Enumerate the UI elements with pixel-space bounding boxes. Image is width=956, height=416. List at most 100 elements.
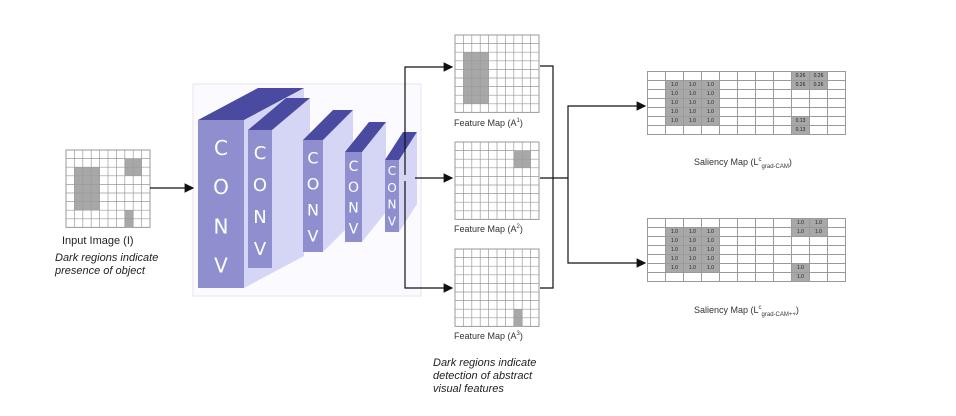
conv-letter: V xyxy=(349,222,359,238)
saliency-cell xyxy=(773,116,792,126)
saliency-cell xyxy=(719,125,738,135)
saliency-cell: 1.0 xyxy=(809,227,828,237)
feature-map-3-close: ) xyxy=(519,331,523,341)
conv-layer-top-face xyxy=(345,122,386,152)
saliency-cell xyxy=(827,263,846,273)
saliency-cell xyxy=(755,71,774,81)
saliency-cell xyxy=(791,89,810,99)
saliency-cell xyxy=(773,71,792,81)
feature-map-1-dark-cell xyxy=(471,52,481,61)
conv-letter: V xyxy=(254,239,267,260)
saliency-cell xyxy=(809,116,828,126)
saliency-cell: 1.0 xyxy=(683,245,702,255)
saliency-cell xyxy=(701,71,720,81)
input-image-dark-cell xyxy=(74,167,83,176)
saliency-cell: 1.0 xyxy=(701,80,720,90)
saliency-cell xyxy=(719,80,738,90)
saliency-cell xyxy=(683,218,702,228)
saliency-cell xyxy=(737,227,756,237)
feature-map-2-dark-cell xyxy=(522,150,531,160)
saliency-cell xyxy=(809,254,828,264)
saliency-cell: 1.0 xyxy=(683,107,702,117)
arrow-to-feature-map-1 xyxy=(404,62,454,175)
saliency-cell: 1.0 xyxy=(665,263,684,273)
saliency-cell: 1.0 xyxy=(701,245,720,255)
feature-note: Dark regions indicate detection of abstr… xyxy=(433,357,536,396)
saliency-cell xyxy=(755,116,774,126)
saliency-gradcam-label: Saliency Map (Lcgrad-CAM) xyxy=(694,157,792,170)
input-image-dark-cell xyxy=(82,201,92,211)
feature-map-1-dark-cell xyxy=(480,60,489,70)
saliency-cell xyxy=(755,263,774,273)
saliency-cell xyxy=(773,80,792,90)
arrows-conv-to-feature-maps xyxy=(404,62,454,293)
conv-layer-front-face xyxy=(198,120,244,288)
saliency-cell xyxy=(755,272,774,282)
conv-letter: C xyxy=(307,148,318,167)
saliency-cell: 0.26 xyxy=(791,71,810,81)
feature-map-2-dark-cell xyxy=(513,159,523,168)
saliency-cell: 0.26 xyxy=(809,71,828,81)
conv-letter: O xyxy=(387,181,396,195)
arrows-feature-maps-to-saliency xyxy=(540,65,647,289)
saliency-cell xyxy=(809,245,828,255)
arrow-to-saliency-gradcam xyxy=(567,101,647,178)
feature-map-1-dark-cell xyxy=(463,52,472,61)
conv-layer-front-face xyxy=(248,130,272,268)
saliency-cell xyxy=(809,263,828,273)
input-image-dark-cell xyxy=(91,193,100,202)
saliency-cell: 1.0 xyxy=(683,236,702,246)
saliency-cell xyxy=(827,116,846,126)
conv-letter: O xyxy=(253,175,267,196)
saliency-cell xyxy=(827,227,846,237)
saliency-cell: 1.0 xyxy=(809,218,828,228)
saliency-cell xyxy=(647,263,666,273)
feature-map-1-dark-cell xyxy=(480,69,489,78)
feature-map-1-dark-cell xyxy=(471,86,481,96)
saliency-cell: 1.0 xyxy=(683,98,702,108)
feature-note-line-3: visual features xyxy=(433,383,504,395)
saliency-cell: 1.0 xyxy=(701,227,720,237)
saliency-cell xyxy=(737,263,756,273)
conv-layer-top-face xyxy=(385,132,417,160)
saliency-cell xyxy=(755,89,774,99)
saliency-cell xyxy=(791,98,810,108)
saliency-cell xyxy=(809,98,828,108)
feature-map-1-dark-cell xyxy=(463,95,472,104)
saliency-cell: 0.13 xyxy=(791,125,810,135)
saliency-cell xyxy=(683,71,702,81)
input-image-dark-cell xyxy=(82,193,92,202)
saliency-cell xyxy=(773,245,792,255)
input-image-dark-cell xyxy=(124,218,134,228)
feature-map-1-dark-cell xyxy=(471,60,481,70)
saliency-gradcam-close: ) xyxy=(788,157,792,167)
saliency-cell: 1.0 xyxy=(683,263,702,273)
saliency-cell xyxy=(755,98,774,108)
conv-letter: C xyxy=(254,143,267,164)
feature-note-line-1: Dark regions indicate xyxy=(433,357,537,369)
saliency-cell xyxy=(647,116,666,126)
conv-layer-front-face xyxy=(303,140,323,252)
saliency-cell: 1.0 xyxy=(665,116,684,126)
input-note-line-2: presence of object xyxy=(55,265,145,277)
input-note: Dark regions indicate presence of object xyxy=(55,252,158,278)
saliency-cell: 1.0 xyxy=(665,245,684,255)
feature-map-1-text: Feature Map (A xyxy=(454,118,517,128)
saliency-cell xyxy=(827,71,846,81)
saliency-cell xyxy=(773,263,792,273)
saliency-cell xyxy=(755,107,774,117)
saliency-cell xyxy=(719,218,738,228)
saliency-cell xyxy=(683,125,702,135)
saliency-cell: 1.0 xyxy=(791,218,810,228)
saliency-cell: 1.0 xyxy=(791,272,810,282)
saliency-cell xyxy=(683,272,702,282)
saliency-cell xyxy=(737,80,756,90)
conv-layer-top-face xyxy=(303,110,353,140)
feature-map-1-dark-cell xyxy=(463,86,472,96)
saliency-cell xyxy=(755,218,774,228)
saliency-cell: 0.13 xyxy=(791,116,810,126)
conv-layer-side-face xyxy=(399,132,417,232)
